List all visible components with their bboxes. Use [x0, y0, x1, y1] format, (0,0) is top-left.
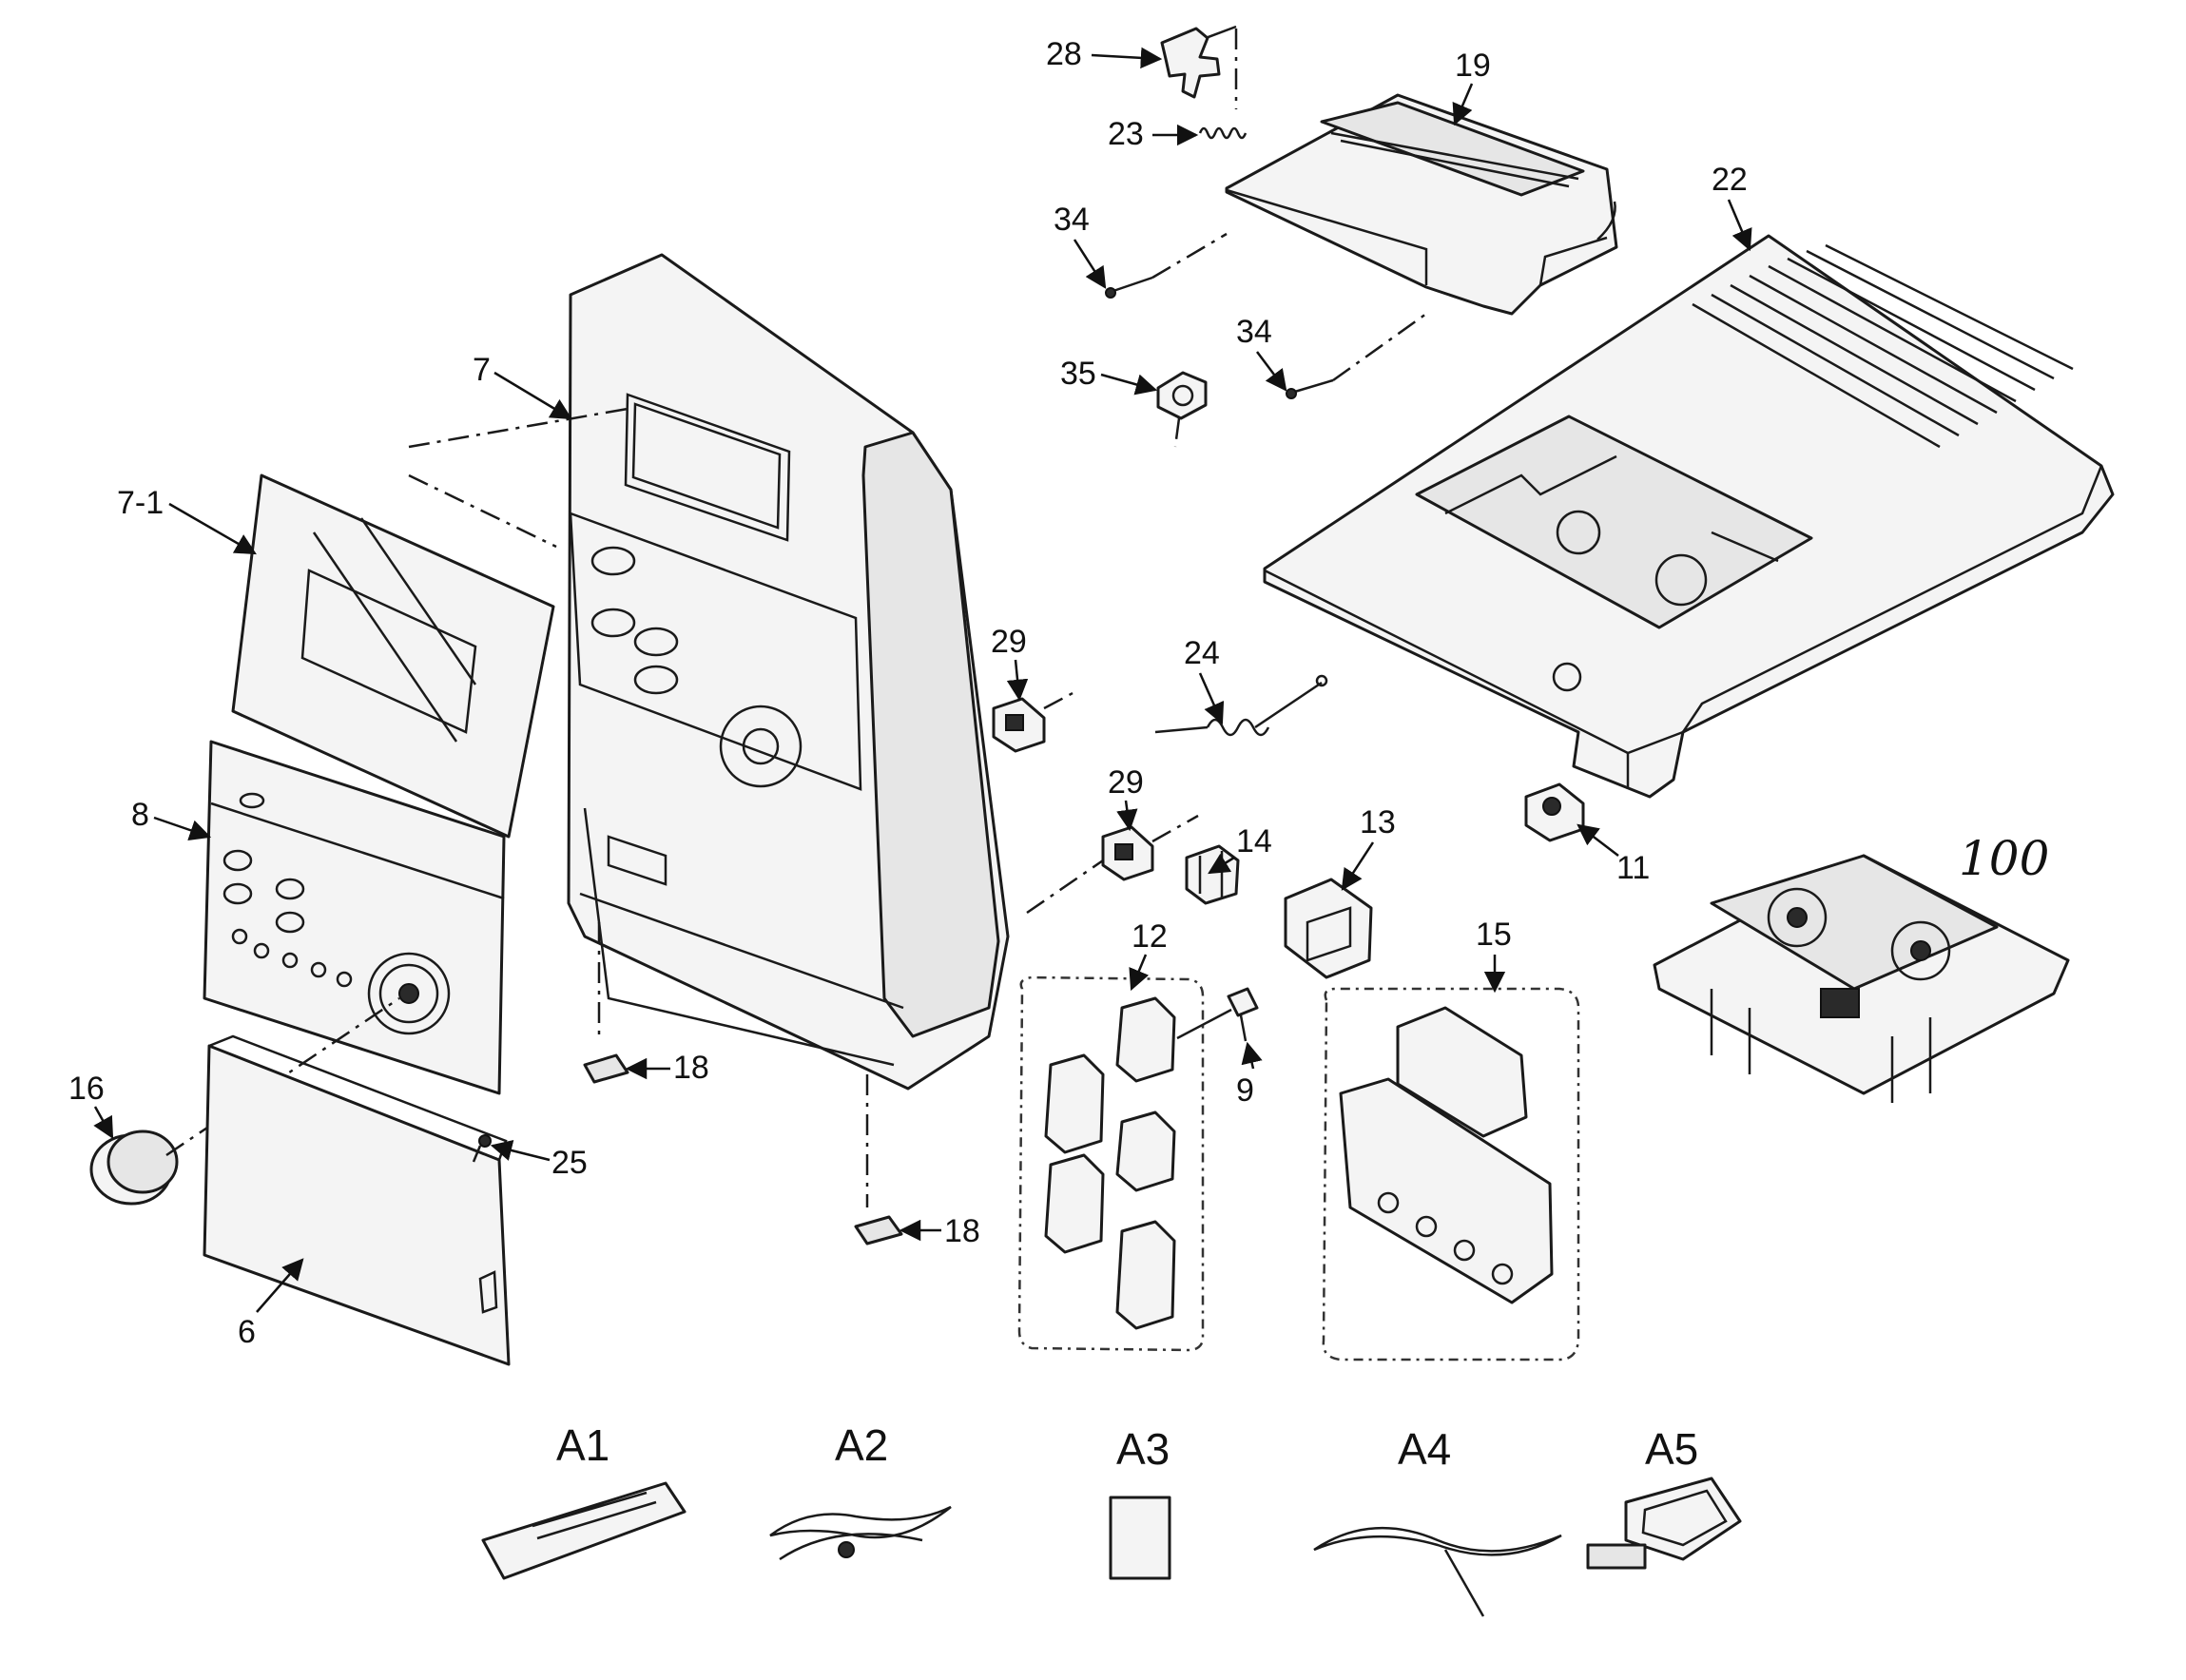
assembly-line-7-1 [408, 473, 557, 549]
callout-14: 14 [1236, 823, 1272, 859]
part-35-damper [1156, 371, 1208, 448]
label-a3: A3 [1116, 1424, 1170, 1474]
callout-23: 23 [1108, 116, 1144, 152]
part-34-spring-lower [1286, 312, 1427, 399]
accessory-a3-manual [1109, 1496, 1171, 1580]
callouts: 28 19 23 22 34 34 35 7 7-1 29 24 8 29 14… [68, 36, 2049, 1350]
callout-11: 11 [1616, 850, 1650, 886]
label-a5: A5 [1645, 1424, 1698, 1474]
accessory-a4-cord [1313, 1526, 1562, 1617]
accessory-a1-remote [481, 1481, 687, 1580]
part-11-lock [1524, 782, 1585, 842]
part-13-button [1284, 878, 1373, 979]
part-18-foot-b [854, 1215, 903, 1246]
callout-29-upper: 29 [991, 624, 1027, 660]
callout-18-lower: 18 [944, 1213, 980, 1249]
callout-24: 24 [1184, 635, 1220, 671]
callout-12: 12 [1132, 918, 1168, 955]
part-34-spring-upper [1105, 232, 1228, 299]
callout-8: 8 [131, 797, 149, 833]
accessory-labels: A1 A2 A3 A4 A5 [556, 1420, 1698, 1474]
callout-35: 35 [1060, 356, 1096, 392]
label-a1: A1 [556, 1420, 609, 1470]
label-a4: A4 [1398, 1424, 1451, 1474]
callout-25: 25 [551, 1145, 588, 1181]
callout-9: 9 [1236, 1072, 1254, 1109]
part-15-button-group [1322, 987, 1580, 1361]
part-14-switch [1185, 844, 1240, 905]
part-23-spring [1198, 126, 1248, 140]
part-7-1-display-window [231, 473, 555, 839]
callout-6: 6 [238, 1314, 256, 1350]
part-16-knob [89, 996, 400, 1206]
part-29-lock-lower [1026, 814, 1199, 915]
callout-16: 16 [68, 1071, 105, 1107]
part-28-bracket [1160, 25, 1238, 109]
assembly-line-7 [408, 407, 629, 449]
label-a2: A2 [835, 1420, 888, 1470]
part-19-lid [1225, 93, 1618, 316]
part-22-top-cabinet [1263, 234, 2115, 799]
accessory-a2-cable [769, 1505, 952, 1561]
part-8-control-panel [203, 740, 506, 1095]
callout-28: 28 [1046, 36, 1082, 72]
part-29-lock-upper [992, 690, 1075, 753]
part-100-cassette-mechanism [1653, 854, 2070, 1103]
part-18-foot-a [583, 1053, 629, 1084]
callout-22: 22 [1712, 162, 1748, 198]
part-24-spring [1154, 674, 1328, 737]
callout-18-upper: 18 [673, 1050, 709, 1086]
part-9-lever [1176, 987, 1259, 1042]
callout-15: 15 [1476, 917, 1512, 953]
callout-29-lower: 29 [1108, 764, 1144, 801]
accessory-a5-antenna [1586, 1477, 1742, 1570]
callout-34-lower: 34 [1236, 314, 1272, 350]
callout-7: 7 [473, 352, 491, 388]
part-12-button-group [1017, 975, 1205, 1352]
callout-19: 19 [1455, 48, 1491, 84]
callout-7-1: 7-1 [117, 485, 164, 521]
callout-34-upper: 34 [1054, 202, 1090, 238]
callout-100: 100 [1959, 831, 2049, 886]
part-7-front-chassis [567, 253, 1010, 1091]
callout-13: 13 [1360, 804, 1396, 840]
